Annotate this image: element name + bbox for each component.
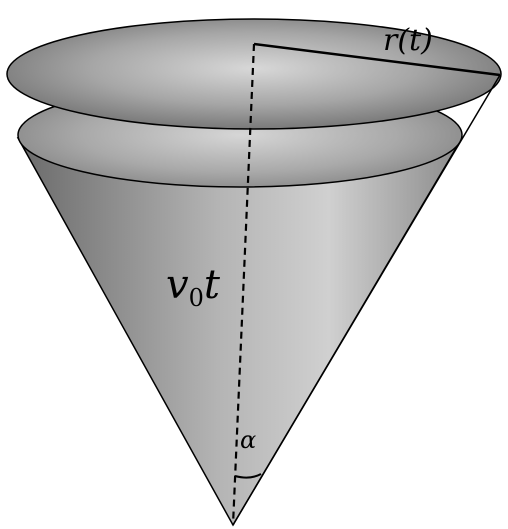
upper-disk: [6, 18, 502, 130]
height-var: v: [166, 262, 189, 308]
height-sub: 0: [189, 284, 204, 312]
slant-line: [232, 74, 501, 526]
cone-body: [16, 137, 464, 527]
axis-dashed-line: [231, 43, 256, 526]
height-t: t: [204, 262, 221, 308]
angle-label: α: [240, 426, 256, 454]
radius-line: [253, 42, 501, 77]
angle-arc: [234, 473, 262, 479]
height-label: v0t: [166, 262, 221, 312]
radius-label: r(t): [383, 23, 433, 58]
